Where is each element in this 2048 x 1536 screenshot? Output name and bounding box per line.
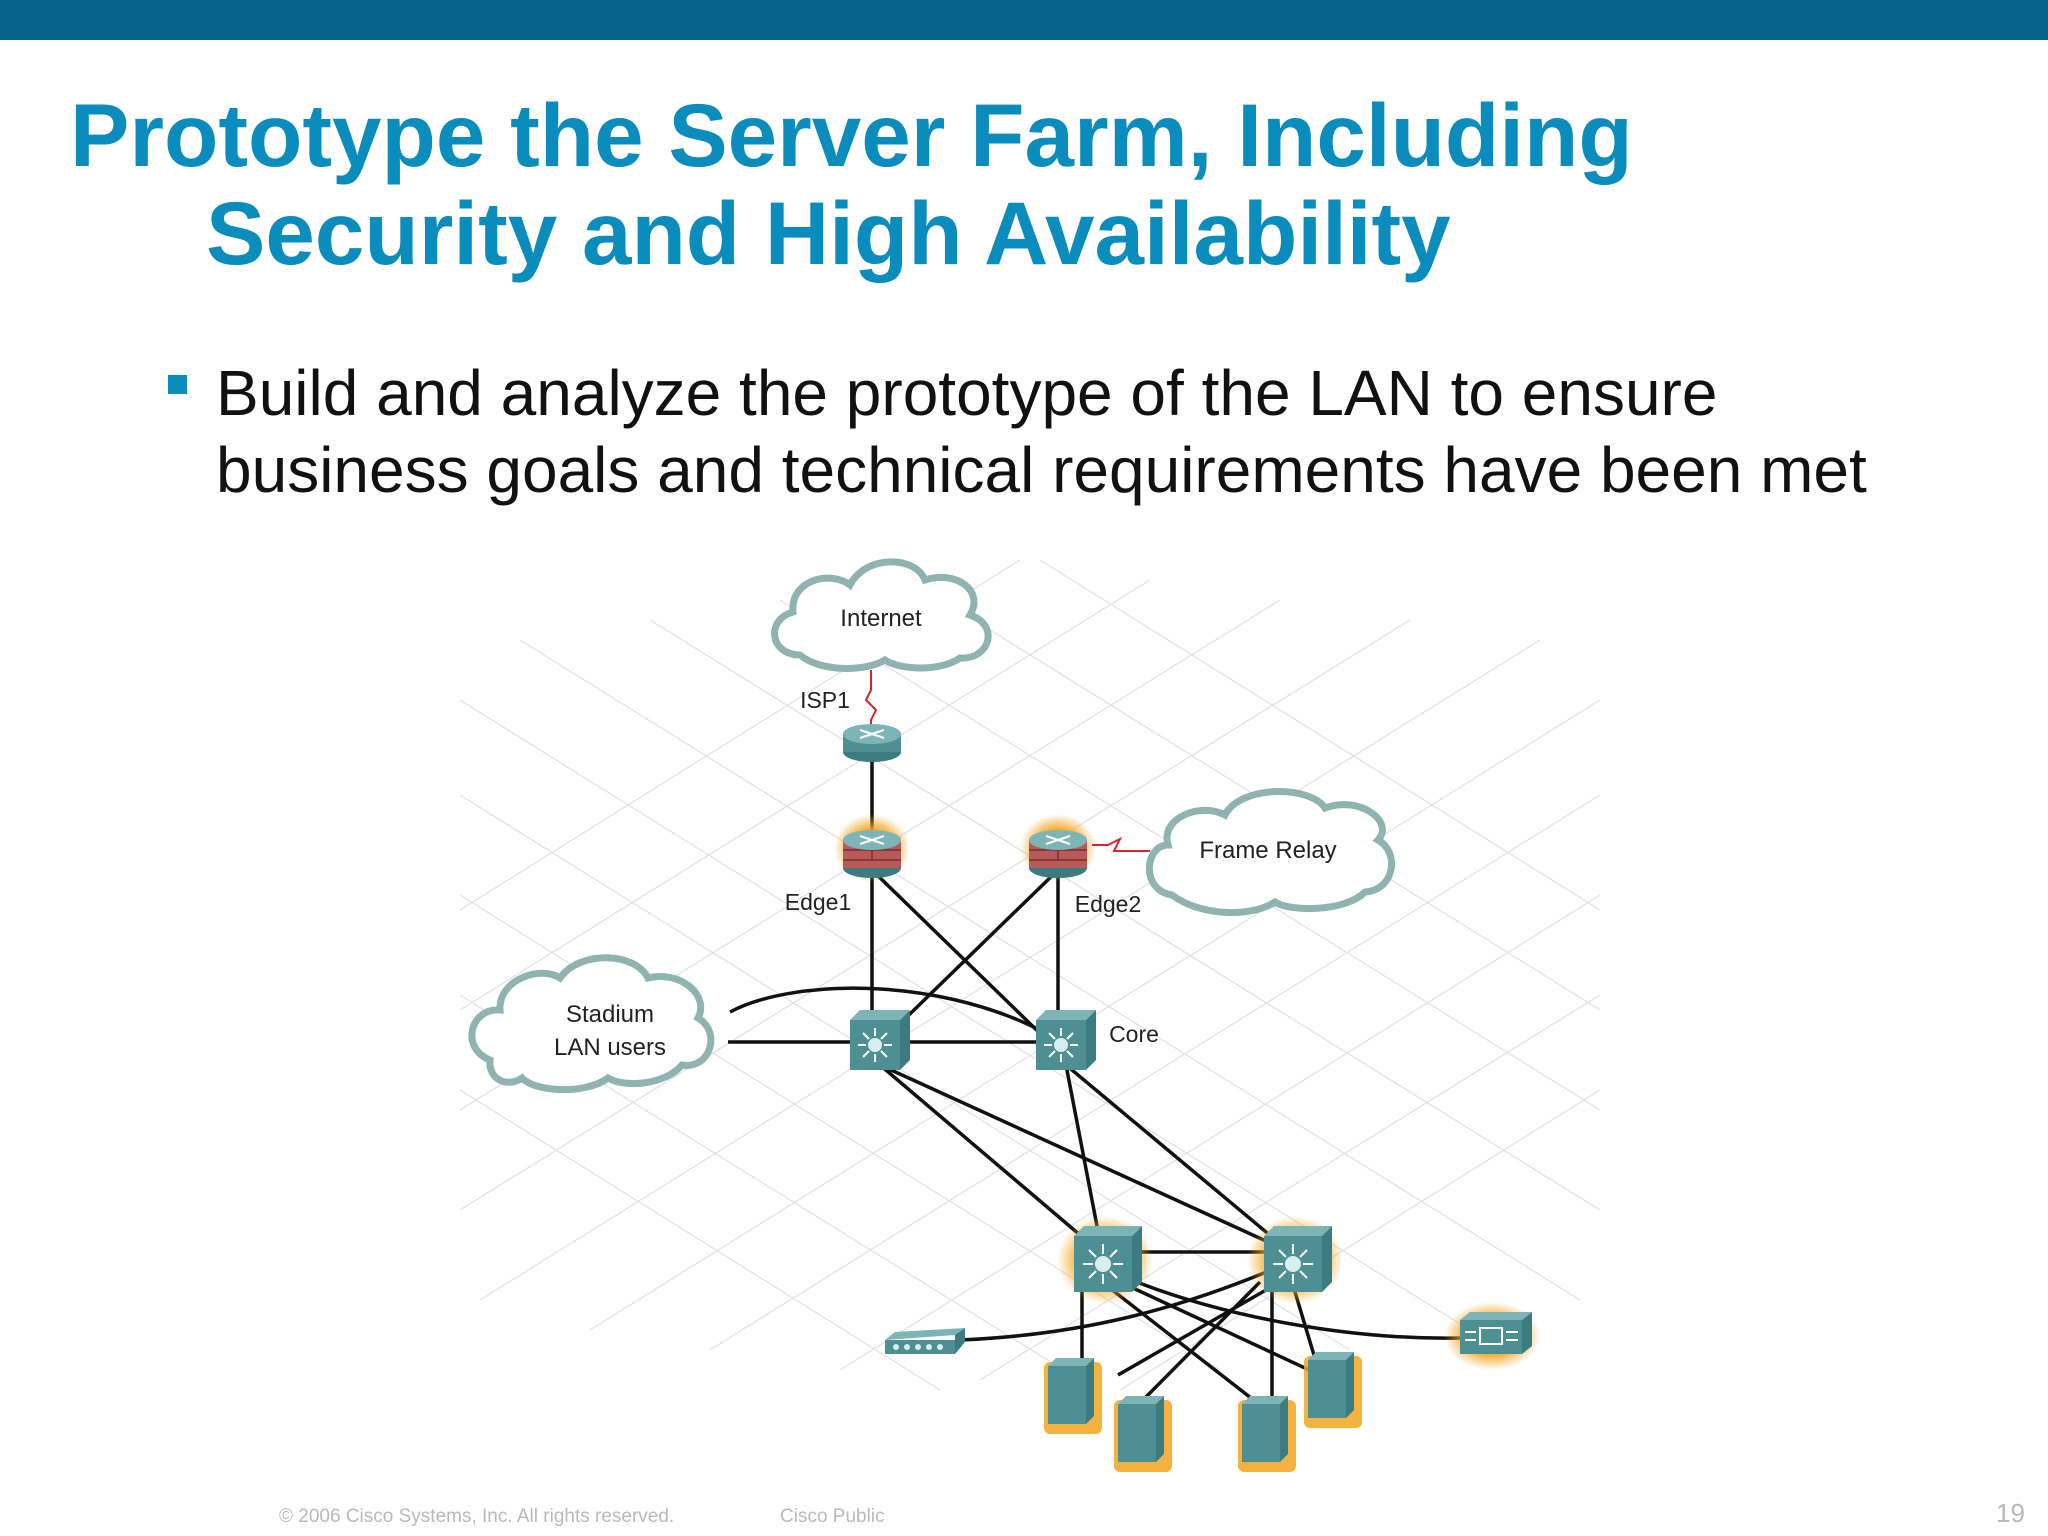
bullet-text: Build and analyze the prototype of the L… — [216, 357, 1867, 506]
core-switch-right-icon — [1036, 1010, 1096, 1070]
footer-classification: Cisco Public — [780, 1506, 885, 1527]
stadium-label-line-1: Stadium — [566, 1001, 654, 1028]
edge1-router-icon — [834, 814, 910, 882]
top-banner — [0, 0, 2048, 40]
hub-icon — [885, 1328, 965, 1354]
title-line-1: Prototype the Server Farm, Including — [70, 85, 1633, 185]
network-diagram: Internet ISP1 Frame Relay — [460, 558, 1600, 1472]
stadium-label-line-2: LAN users — [554, 1034, 666, 1061]
server-3-icon — [1238, 1396, 1296, 1472]
isp1-router-icon — [843, 724, 901, 762]
edge2-label: Edge2 — [1075, 891, 1142, 917]
frame-relay-serial-link — [1092, 836, 1150, 852]
isp1-label: ISP1 — [800, 687, 850, 713]
core-label: Core — [1109, 1021, 1159, 1047]
edge1-label: Edge1 — [785, 889, 852, 915]
server-switch-left-icon — [1057, 1216, 1153, 1304]
frame-relay-cloud: Frame Relay — [1146, 788, 1396, 917]
server-2-icon — [1114, 1396, 1172, 1472]
page-number: 19 — [1996, 1498, 2025, 1528]
stadium-lan-cloud: Stadium LAN users — [468, 954, 715, 1094]
ip-phone-icon — [1444, 1302, 1540, 1370]
internet-cloud: Internet — [771, 558, 992, 672]
server-4-icon — [1304, 1352, 1362, 1428]
server-switch-right-icon — [1247, 1216, 1343, 1304]
core-switch-left-icon — [850, 1010, 910, 1070]
footer-copyright: © 2006 Cisco Systems, Inc. All rights re… — [279, 1506, 675, 1527]
title-line-2: Security and High Availability — [206, 183, 1451, 283]
isp1-serial-link — [864, 670, 878, 730]
frame-relay-label: Frame Relay — [1199, 837, 1336, 864]
internet-label: Internet — [840, 605, 922, 632]
edge2-router-icon — [1020, 814, 1096, 882]
server-1-icon — [1044, 1358, 1102, 1434]
slide-title: Prototype the Server Farm, Including Sec… — [70, 86, 1633, 282]
bullet-marker — [168, 375, 187, 394]
